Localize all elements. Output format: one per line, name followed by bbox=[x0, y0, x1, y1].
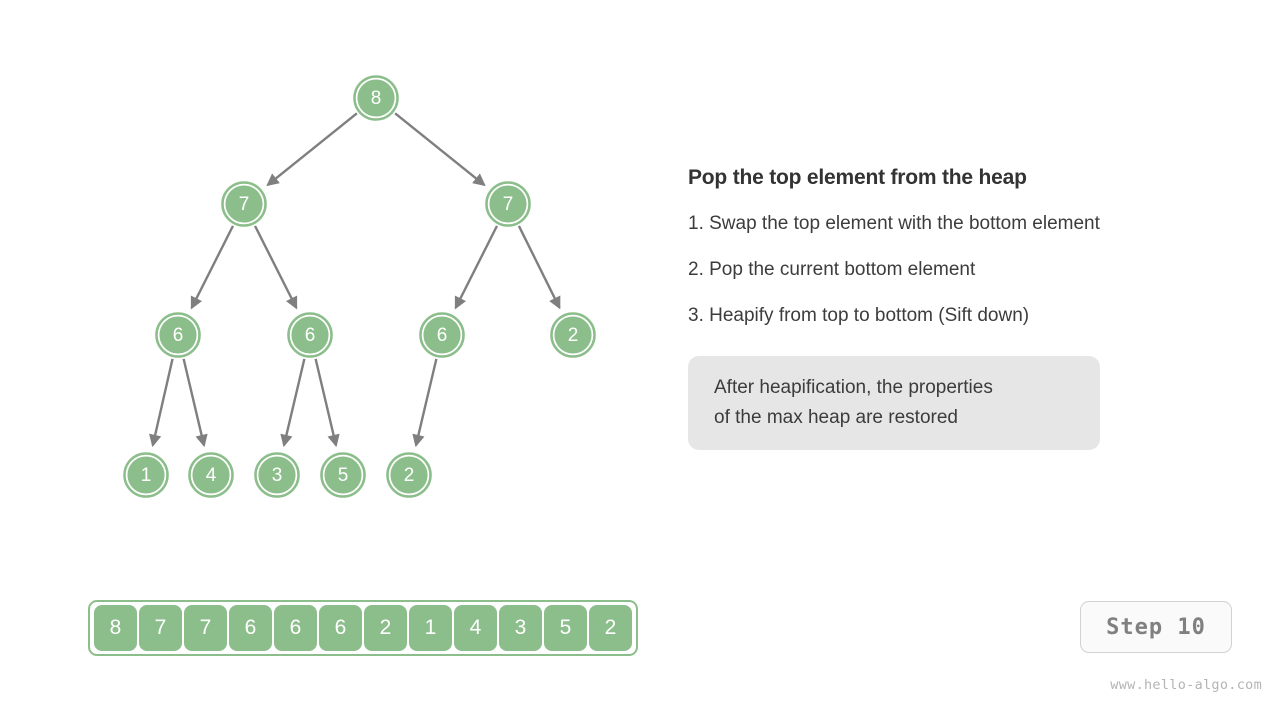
tree-node: 6 bbox=[155, 312, 201, 358]
node-value: 8 bbox=[371, 88, 382, 109]
node-inner-ring bbox=[190, 454, 232, 496]
node-inner-ring bbox=[552, 314, 594, 356]
tree-edge bbox=[182, 358, 208, 448]
node-value: 5 bbox=[338, 465, 349, 486]
tree-node: 4 bbox=[188, 452, 234, 498]
node-value: 1 bbox=[141, 465, 152, 486]
node-inner-ring bbox=[322, 454, 364, 496]
node-inner-ring bbox=[487, 183, 529, 225]
array-cell: 7 bbox=[139, 605, 182, 651]
node-value: 6 bbox=[305, 325, 316, 346]
tree-nodes-group: 8 7 7 6 6 6 2 1 4 3 5 2 bbox=[123, 75, 596, 498]
node-inner-ring bbox=[388, 454, 430, 496]
array-cell: 6 bbox=[274, 605, 317, 651]
tree-node: 6 bbox=[287, 312, 333, 358]
tree-edge bbox=[280, 358, 306, 448]
array-cell: 6 bbox=[229, 605, 272, 651]
tree-node: 7 bbox=[485, 181, 531, 227]
footer-url: www.hello-algo.com bbox=[1110, 677, 1262, 693]
node-value: 4 bbox=[206, 465, 217, 486]
node-value: 2 bbox=[404, 465, 415, 486]
tree-edge bbox=[149, 358, 174, 448]
node-inner-ring bbox=[157, 314, 199, 356]
array-cell: 7 bbox=[184, 605, 227, 651]
step-badge: Step 10 bbox=[1080, 601, 1232, 653]
callout-box: After heapification, the properties of t… bbox=[688, 356, 1100, 451]
tree-edge bbox=[190, 225, 235, 310]
tree-node: 7 bbox=[221, 181, 267, 227]
tree-node: 1 bbox=[123, 452, 169, 498]
array-cell: 6 bbox=[319, 605, 362, 651]
array-cell: 4 bbox=[454, 605, 497, 651]
tree-edge bbox=[394, 112, 486, 187]
info-panel: Pop the top element from the heap 1. Swa… bbox=[688, 164, 1248, 451]
tree-edges-group bbox=[149, 112, 561, 448]
node-inner-ring bbox=[421, 314, 463, 356]
node-value: 3 bbox=[272, 465, 283, 486]
array-cell: 2 bbox=[364, 605, 407, 651]
callout-line-1: After heapification, the properties bbox=[714, 377, 993, 399]
array-cell: 2 bbox=[589, 605, 632, 651]
array-cell: 5 bbox=[544, 605, 587, 651]
node-value: 6 bbox=[173, 325, 184, 346]
tree-node: 3 bbox=[254, 452, 300, 498]
array-cell: 1 bbox=[409, 605, 452, 651]
tree-edge bbox=[314, 358, 340, 448]
node-inner-ring bbox=[223, 183, 265, 225]
array-cell: 8 bbox=[94, 605, 137, 651]
tree-edge bbox=[266, 112, 358, 187]
tree-edge bbox=[412, 358, 438, 448]
page-title: Pop the top element from the heap bbox=[688, 166, 1027, 189]
heap-tree-diagram: 8 7 7 6 6 6 2 1 4 3 5 2 bbox=[123, 75, 596, 498]
node-value: 2 bbox=[568, 325, 579, 346]
instruction-step-3: 3. Heapify from top to bottom (Sift down… bbox=[688, 304, 1030, 326]
array-cell: 3 bbox=[499, 605, 542, 651]
node-value: 7 bbox=[503, 194, 514, 215]
tree-edge bbox=[454, 225, 499, 310]
tree-node: 6 bbox=[419, 312, 465, 358]
node-inner-ring bbox=[289, 314, 331, 356]
tree-node: 2 bbox=[550, 312, 596, 358]
node-inner-ring bbox=[355, 77, 397, 119]
instruction-step-1: 1. Swap the top element with the bottom … bbox=[688, 213, 1100, 235]
node-value: 7 bbox=[239, 194, 250, 215]
tree-node: 5 bbox=[320, 452, 366, 498]
node-value: 6 bbox=[437, 325, 448, 346]
node-inner-ring bbox=[256, 454, 298, 496]
tree-edge bbox=[517, 225, 561, 310]
node-inner-ring bbox=[125, 454, 167, 496]
tree-node: 8 bbox=[353, 75, 399, 121]
instruction-step-2: 2. Pop the current bottom element bbox=[688, 258, 976, 280]
tree-node: 2 bbox=[386, 452, 432, 498]
tree-edge bbox=[253, 225, 298, 310]
callout-line-2: of the max heap are restored bbox=[714, 406, 958, 428]
